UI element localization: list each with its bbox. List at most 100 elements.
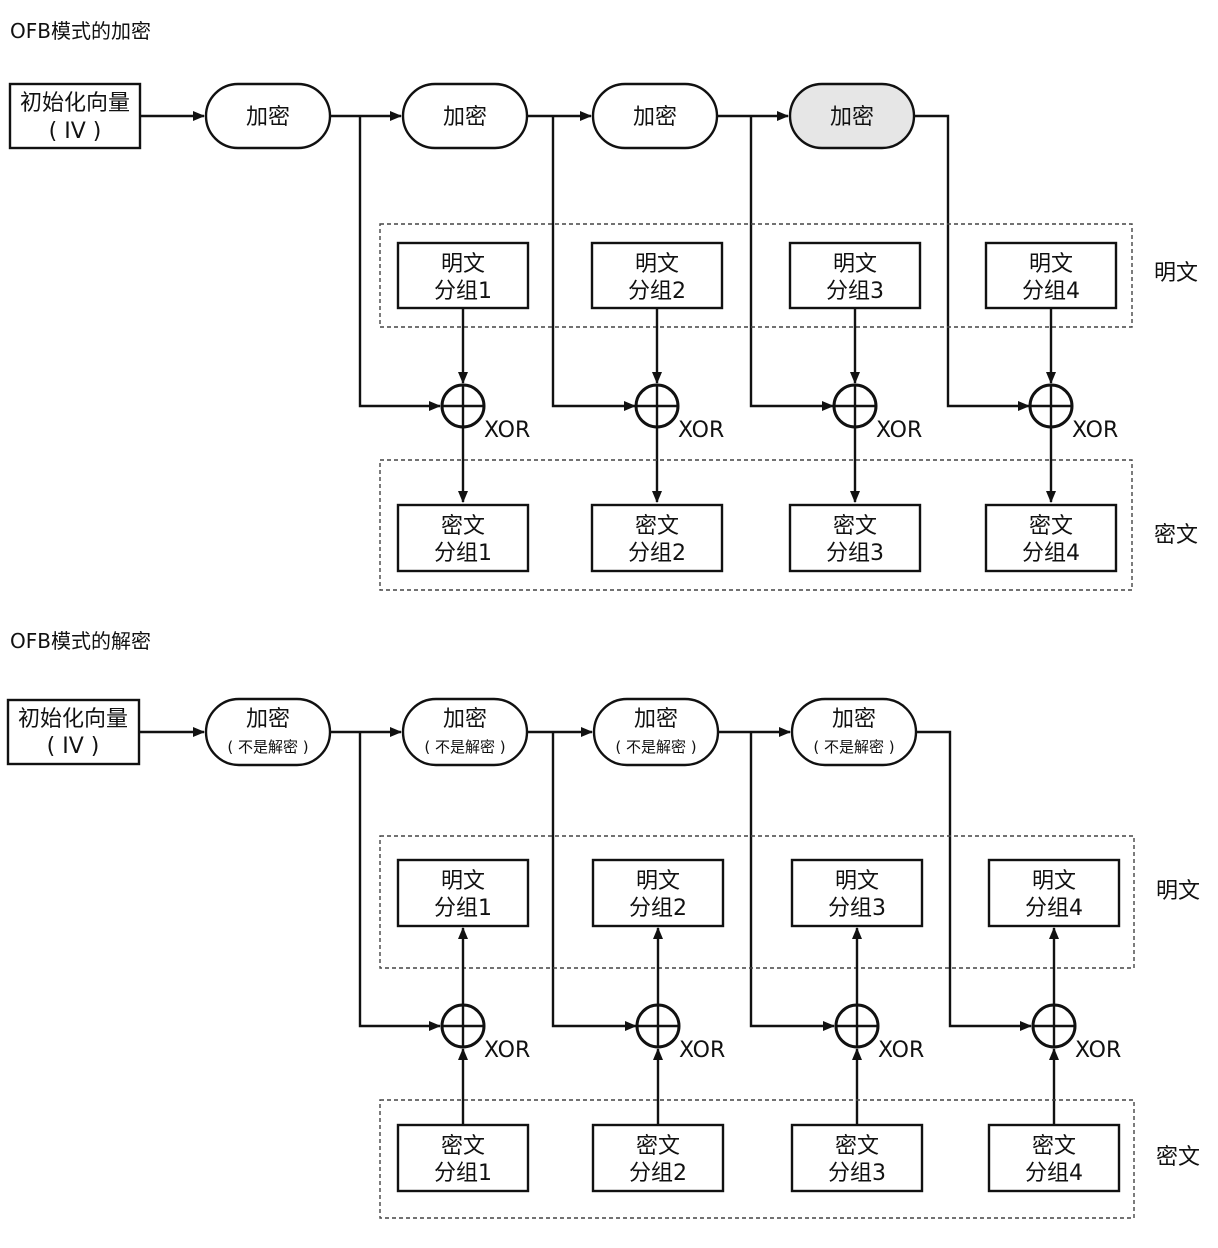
xor-node-2: XOR <box>634 383 724 443</box>
block-line2: 分组1 <box>434 1161 492 1186</box>
iv-box: 初始化向量 ( IV ) <box>8 82 142 150</box>
block-line2: 分组3 <box>828 1161 886 1186</box>
block-line2: 分组4 <box>1025 1161 1083 1186</box>
block-line1: 明文 <box>441 252 485 277</box>
cipher-block-sub-label: ( 不是解密 ) <box>227 738 308 756</box>
iv-label: 初始化向量 <box>20 91 130 116</box>
block-line2: 分组3 <box>828 896 886 921</box>
block-line1: 密文 <box>835 1134 879 1159</box>
keystream-lines <box>358 114 1030 411</box>
plaintext-block-3: 明文 分组3 <box>788 241 922 310</box>
cipher-block-3: 加密 <box>591 82 719 150</box>
block-line1: 密文 <box>636 1134 680 1159</box>
keystream-lines <box>358 730 1032 1031</box>
cipher-block-2: 加密 <box>401 82 529 150</box>
block-line1: 明文 <box>1032 869 1076 894</box>
block-line1: 密文 <box>441 514 485 539</box>
xor-node-1: XOR <box>440 1003 530 1063</box>
cipher-block-label: 加密 <box>443 707 487 732</box>
xor-label: XOR <box>1075 1038 1121 1063</box>
cipher-block-label: 加密 <box>830 105 874 130</box>
xor-label: XOR <box>876 418 922 443</box>
block-line1: 明文 <box>441 869 485 894</box>
block-line2: 分组3 <box>826 279 884 304</box>
plaintext-block-4: 明文 分组4 <box>984 241 1118 310</box>
xor-node-4: XOR <box>1028 383 1118 443</box>
block-line2: 分组2 <box>629 1161 687 1186</box>
cipher-block-label: 加密 <box>246 707 290 732</box>
plaintext-block-2: 明文 分组2 <box>591 858 725 928</box>
block-line1: 明文 <box>636 869 680 894</box>
ciphertext-group-label: 密文 <box>1156 1145 1200 1170</box>
ciphertext-block-1: 密文 分组1 <box>396 1123 530 1193</box>
cipher-block-label: 加密 <box>246 105 290 130</box>
iv-box: 初始化向量 ( IV ) <box>6 698 141 766</box>
ciphertext-to-xor-arrows <box>458 1048 1059 1125</box>
encryption-title: OFB模式的加密 <box>10 19 151 43</box>
block-line2: 分组2 <box>628 541 686 566</box>
cipher-block-1: 加密 <box>204 82 332 150</box>
plaintext-group-frame <box>379 835 1135 969</box>
ciphertext-block-2: 密文 分组2 <box>590 503 724 573</box>
block-line1: 密文 <box>635 514 679 539</box>
plaintext-group-label: 明文 <box>1154 261 1198 286</box>
block-line2: 分组1 <box>434 279 492 304</box>
block-line1: 密文 <box>441 1134 485 1159</box>
plaintext-group-label: 明文 <box>1156 879 1200 904</box>
block-line2: 分组1 <box>434 896 492 921</box>
cipher-block-2: 加密 ( 不是解密 ) <box>401 697 529 767</box>
cipher-block-4: 加密 <box>788 82 916 150</box>
plaintext-block-2: 明文 分组2 <box>590 241 724 310</box>
xor-node-2: XOR <box>635 1003 725 1063</box>
ciphertext-group-label: 密文 <box>1154 523 1198 548</box>
block-line1: 明文 <box>833 252 877 277</box>
cipher-block-sub-label: ( 不是解密 ) <box>615 738 696 756</box>
block-line2: 分组4 <box>1022 541 1080 566</box>
xor-label: XOR <box>678 418 724 443</box>
ciphertext-block-4: 密文 分组4 <box>987 1123 1121 1193</box>
block-line2: 分组1 <box>434 541 492 566</box>
xor-label: XOR <box>1072 418 1118 443</box>
ciphertext-block-4: 密文 分组4 <box>984 503 1118 573</box>
ciphertext-group-frame <box>379 1099 1135 1219</box>
block-line2: 分组2 <box>629 896 687 921</box>
block-line2: 分组4 <box>1022 279 1080 304</box>
iv-label: 初始化向量 <box>18 707 128 732</box>
block-line1: 明文 <box>635 252 679 277</box>
cipher-block-sub-label: ( 不是解密 ) <box>424 738 505 756</box>
xor-label: XOR <box>484 1038 530 1063</box>
xor-to-ciphertext-arrows <box>458 427 1056 503</box>
xor-label: XOR <box>878 1038 924 1063</box>
plaintext-block-1: 明文 分组1 <box>396 241 530 310</box>
cipher-block-label: 加密 <box>634 707 678 732</box>
xor-node-4: XOR <box>1031 1003 1121 1063</box>
block-line2: 分组2 <box>628 279 686 304</box>
cipher-block-sub-label: ( 不是解密 ) <box>813 738 894 756</box>
block-line1: 密文 <box>1032 1134 1076 1159</box>
xor-node-1: XOR <box>440 383 530 443</box>
xor-node-3: XOR <box>834 1003 924 1063</box>
cipher-block-4: 加密 ( 不是解密 ) <box>790 697 918 767</box>
decryption-title: OFB模式的解密 <box>10 629 151 653</box>
block-line2: 分组4 <box>1025 896 1083 921</box>
plaintext-block-1: 明文 分组1 <box>396 858 530 928</box>
ciphertext-block-2: 密文 分组2 <box>591 1123 725 1193</box>
xor-to-plaintext-arrows <box>458 927 1059 1005</box>
cipher-block-label: 加密 <box>633 105 677 130</box>
decryption-section: OFB模式的解密 初始化向量 ( IV ) 加密 ( 不是解密 ) 加密 ( 不… <box>6 629 1200 1219</box>
ciphertext-block-3: 密文 分组3 <box>788 503 922 573</box>
xor-node-3: XOR <box>832 383 922 443</box>
plaintext-block-3: 明文 分组3 <box>790 858 924 928</box>
xor-label: XOR <box>679 1038 725 1063</box>
block-line1: 明文 <box>1029 252 1073 277</box>
plaintext-block-4: 明文 分组4 <box>987 858 1121 928</box>
plaintext-to-xor-arrows <box>458 308 1056 384</box>
iv-sub-label: ( IV ) <box>49 119 102 144</box>
ciphertext-block-3: 密文 分组3 <box>790 1123 924 1193</box>
encryption-section: OFB模式的加密 初始化向量 ( IV ) 加密 加密 加密 加密 <box>8 19 1198 591</box>
iv-sub-label: ( IV ) <box>47 734 100 759</box>
ciphertext-block-1: 密文 分组1 <box>396 503 530 573</box>
block-line1: 密文 <box>833 514 877 539</box>
block-line1: 密文 <box>1029 514 1073 539</box>
